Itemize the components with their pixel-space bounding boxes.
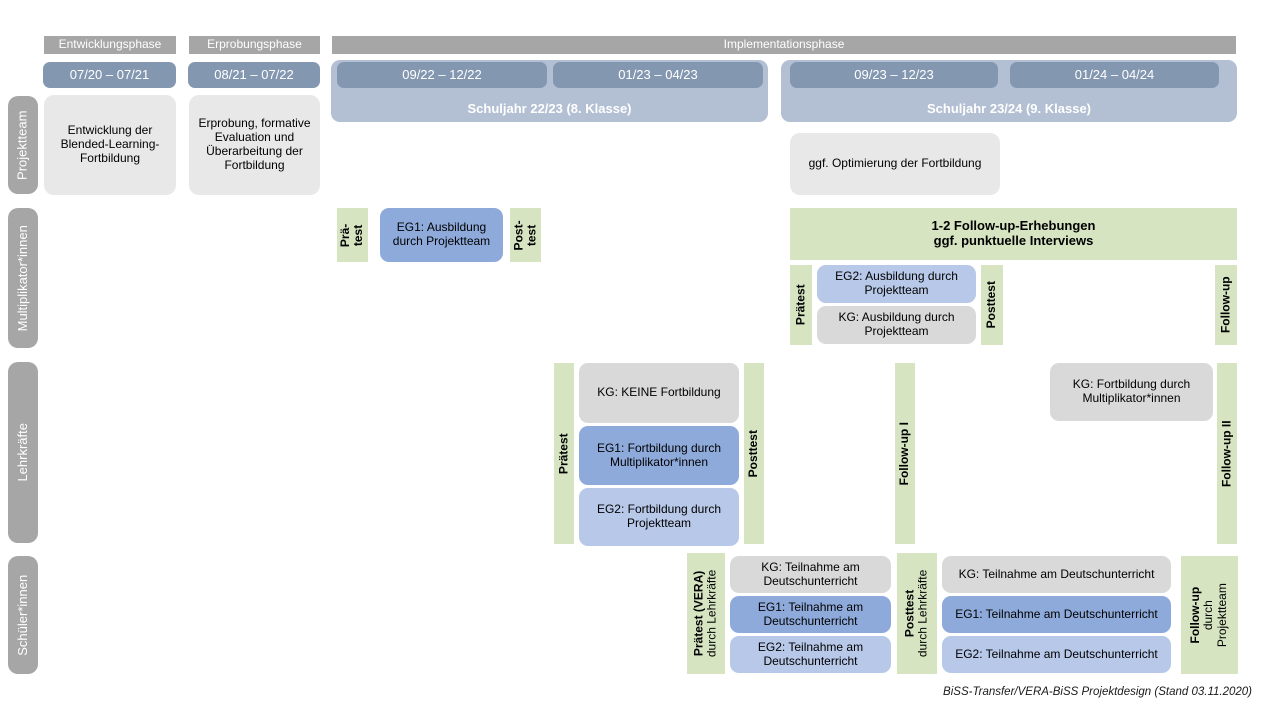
footer-caption: BiSS-Transfer/VERA-BiSS Projektdesign (S… [943,686,1252,698]
test-label-line: Projektteam [1215,582,1230,648]
test-label: Prätest [793,284,808,326]
task-kg-teilnahme-1: KG: Teilnahme am Deutschunterricht [730,556,891,593]
period-08-21: 08/21 – 07/22 [188,62,320,88]
task-label: KG: Fortbildung durch Multiplikator*inne… [1072,377,1191,405]
task-label: EG1: Teilnahme am Deutschunterricht [757,599,864,628]
lane-label: Schüler*innen [14,574,30,656]
task-eg2-teilnahme-2: EG2: Teilnahme am Deutschunterricht [942,636,1171,673]
period-label: 09/22 – 12/22 [402,66,482,82]
test-label-line: test [524,224,539,246]
followup-line: 1-2 Follow-up-Erhebungen [931,218,1096,234]
task-kg-keine-fortbildung: KG: KEINE Fortbildung [579,363,739,423]
period-07-20: 07/20 – 07/21 [43,62,176,88]
period-09-22: 09/22 – 12/22 [337,62,547,88]
task-label: KG: Teilnahme am Deutschunterricht [958,566,1155,581]
phase-implementationsphase: Implementationsphase [332,36,1236,54]
lane-rail-schueler: Schüler*innen [8,556,38,674]
task-eg2-ausbildung: EG2: Ausbildung durch Projektteam [817,265,976,303]
praetest-vera-bar-schueler: Prätest (VERA) durch Lehrkräfte [687,553,725,674]
phase-label: Implementationsphase [723,37,845,52]
lane-label: Lehrkräfte [14,423,30,482]
test-label-line: durch Lehrkräfte [916,569,931,658]
phase-label: Entwicklungsphase [58,37,162,52]
task-label: KG: KEINE Fortbildung [597,385,721,400]
task-label: EG1: Fortbildung durch Multiplikator*inn… [596,440,722,469]
task-label: EG1: Ausbildung durch Projektteam [392,220,491,248]
task-kg-ausbildung: KG: Ausbildung durch Projektteam [817,306,976,344]
period-label: 08/21 – 07/22 [214,66,294,82]
followup2-bar-lehrkraefte: Follow-up II [1217,363,1237,544]
posttest-bar-multiplikatoren-2: Posttest [981,265,1003,345]
task-label: Entwicklung der Blended-Learning-Fortbil… [60,123,160,165]
period-label: 01/23 – 04/23 [618,66,698,82]
period-label: 07/20 – 07/21 [69,66,150,82]
lane-rail-multiplikatoren: Multiplikator*innen [8,208,38,348]
period-09-23: 09/23 – 12/23 [790,62,998,88]
test-label-line: Prä- [338,223,353,247]
task-eg1-teilnahme-1: EG1: Teilnahme am Deutschunterricht [730,596,891,633]
task-label: KG: Ausbildung durch Projektteam [838,310,955,338]
lane-rail-lehrkraefte: Lehrkräfte [8,362,38,543]
praetest-bar-lehrkraefte: Prätest [554,363,574,544]
task-eg1-fortbildung: EG1: Fortbildung durch Multiplikator*inn… [579,426,739,485]
posttest-bar-schueler: Posttest durch Lehrkräfte [897,553,937,674]
posttest-bar-lehrkraefte: Posttest [744,363,764,544]
task-eg1-ausbildung: EG1: Ausbildung durch Projektteam [380,208,503,262]
task-entwicklung-fortbildung: Entwicklung der Blended-Learning-Fortbil… [44,95,176,195]
test-label-line: durch Lehrkräfte [705,569,720,658]
task-label: KG: Teilnahme am Deutschunterricht [761,559,860,588]
test-label: Posttest [984,281,999,329]
lane-label: Projektteam [14,110,30,180]
task-label: EG2: Teilnahme am Deutschunterricht [955,646,1158,661]
test-label-line: Post- [511,220,526,250]
followup-bar-multiplikatoren: Follow-up [1215,265,1237,345]
task-label: EG2: Fortbildung durch Projektteam [596,502,722,530]
followup1-bar-lehrkraefte: Follow-up I [895,363,915,544]
task-eg2-teilnahme-1: EG2: Teilnahme am Deutschunterricht [730,636,891,673]
schoolyear-label: Schuljahr 23/24 (9. Klasse) [926,101,1092,116]
task-kg-teilnahme-2: KG: Teilnahme am Deutschunterricht [942,556,1171,593]
praetest-bar-multiplikatoren-2: Prätest [790,265,812,345]
followup-line: ggf. punktuelle Interviews [933,233,1094,248]
task-label: EG1: Teilnahme am Deutschunterricht [955,606,1158,621]
praetest-bar-multiplikatoren-1: Prä- test [337,208,368,262]
task-kg-fortbildung-multiplikatoren: KG: Fortbildung durch Multiplikator*inne… [1050,363,1213,421]
period-label: 09/23 – 12/23 [854,66,934,82]
task-erprobung-evaluation: Erprobung, formative Evaluation und Über… [189,95,320,195]
test-label-line: test [351,224,366,246]
phase-label: Erprobungsphase [207,37,302,52]
task-label: EG2: Ausbildung durch Projektteam [835,269,958,297]
task-optimierung-fortbildung: ggf. Optimierung der Fortbildung [790,133,1000,195]
period-01-23: 01/23 – 04/23 [553,62,763,88]
phase-erprobungsphase: Erprobungsphase [189,36,320,54]
period-01-24: 01/24 – 04/24 [1010,62,1219,88]
test-label: Follow-up II [1219,420,1234,487]
task-label: EG2: Teilnahme am Deutschunterricht [757,639,864,668]
test-label: Follow-up [1218,276,1233,334]
schoolyear-label: Schuljahr 22/23 (8. Klasse) [467,101,632,116]
test-label: Prätest [556,433,571,474]
posttest-bar-multiplikatoren-1: Post- test [510,208,541,262]
followup-projektteam-bar-schueler: Follow-up durch Projektteam [1181,556,1238,674]
followup-erhebungen-box: 1-2 Follow-up-Erhebungen ggf. punktuelle… [790,208,1237,260]
period-label: 01/24 – 04/24 [1074,66,1155,82]
phase-entwicklungsphase: Entwicklungsphase [44,36,176,54]
test-label: Posttest [746,429,761,478]
task-eg1-teilnahme-2: EG1: Teilnahme am Deutschunterricht [942,596,1171,633]
test-label: Follow-up I [897,421,912,486]
lane-label: Multiplikator*innen [14,224,30,332]
task-label: ggf. Optimierung der Fortbildung [808,156,982,171]
lane-rail-projektteam: Projektteam [8,96,38,194]
task-label: Erprobung, formative Evaluation und Über… [198,116,311,172]
task-eg2-fortbildung: EG2: Fortbildung durch Projektteam [579,488,739,546]
